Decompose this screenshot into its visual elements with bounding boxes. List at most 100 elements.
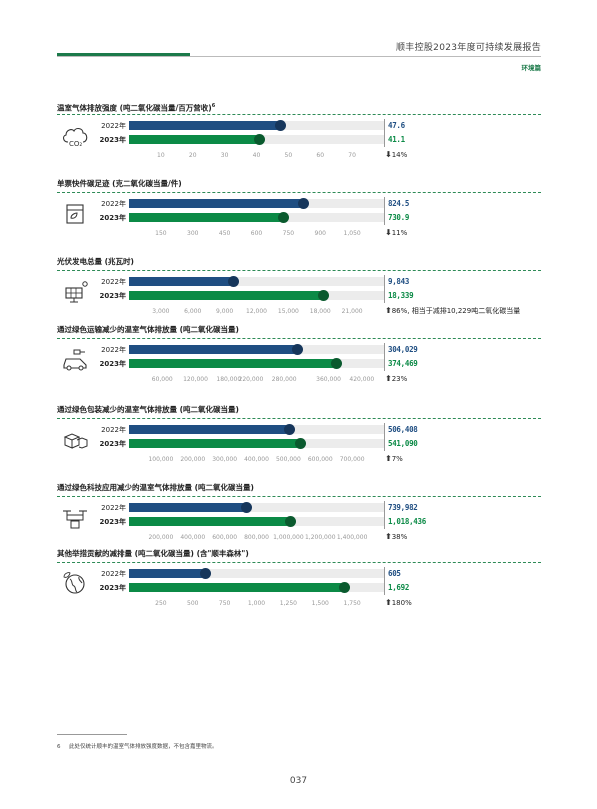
bar-end-dot [298, 198, 310, 209]
value-label: 18,339 [388, 291, 414, 300]
axis-tick-label: 1,200,000 [304, 534, 336, 541]
section-label: 环境篇 [521, 64, 542, 72]
bar-end-dot [240, 502, 252, 513]
axis-tick-label: 220,000 [238, 376, 264, 383]
axis-tick-label: 1,050 [343, 230, 361, 237]
chart-title: 通过绿色运输减少的温室气体排放量 (吨二氧化碳当量) [57, 325, 239, 334]
bar-2023 [129, 135, 260, 144]
bar-2022 [129, 503, 247, 512]
year-label: 2023年 [99, 136, 126, 144]
axis-tick-label: 6,000 [184, 308, 202, 315]
axis-tick-label: 3,000 [152, 308, 170, 315]
value-label: 1,018,436 [388, 517, 426, 526]
chart-title: 温室气体排放强度 (吨二氧化碳当量/百万营收)6 [57, 103, 216, 113]
dashed-divider [57, 192, 541, 193]
dashed-divider [57, 562, 541, 563]
axis-tick-label: 9,000 [216, 308, 234, 315]
axis-tick-label: 1,500 [311, 600, 329, 607]
year-label: 2022年 [101, 504, 126, 512]
axis-tick-label: 450 [218, 230, 231, 237]
bar-end-dot [274, 120, 286, 131]
arrow-up-icon: ⬆ [385, 532, 392, 541]
header-accent-bar [57, 53, 190, 56]
axis-tick-label: 40 [252, 152, 261, 159]
drone-icon [60, 505, 90, 531]
axis-tick-label: 600,000 [307, 456, 333, 463]
bar-end-dot [295, 438, 307, 449]
value-label: 739,982 [388, 503, 418, 512]
axis-tick-label: 1,250 [279, 600, 297, 607]
year-label: 2023年 [99, 214, 126, 222]
value-divider [384, 343, 385, 371]
footnote-text: 此处仅统计顺丰的温室气体排放强度数据，不包含嘉里物流。 [69, 744, 218, 750]
bar-2023 [129, 213, 285, 222]
bar-end-dot [330, 358, 342, 369]
axis-tick-label: 400,000 [244, 456, 269, 463]
axis-tick-label: 18,000 [309, 308, 331, 315]
axis-tick-label: 280,000 [271, 376, 297, 383]
value-label: 304,029 [388, 345, 418, 354]
change-indicator: ⬆180% [385, 598, 412, 607]
axis-tick-label: 700,000 [339, 456, 365, 463]
arrow-up-icon: ⬆ [385, 306, 392, 315]
bar-end-dot [227, 276, 239, 287]
solar-panel-icon [60, 279, 90, 305]
year-label: 2023年 [99, 518, 126, 526]
package-icon [60, 201, 90, 227]
value-divider [384, 275, 385, 303]
year-label: 2023年 [99, 584, 126, 592]
axis-tick-label: 10 [157, 152, 165, 159]
bar-end-dot [291, 344, 303, 355]
change-value: 86%, 相当于减排10,229吨二氧化碳当量 [391, 307, 521, 315]
axis-tick-label: 200,000 [148, 534, 174, 541]
year-label: 2022年 [101, 122, 126, 130]
bar-2022 [129, 569, 207, 578]
axis-tick-label: 600 [250, 230, 263, 237]
value-label: 541,090 [388, 439, 418, 448]
bar-end-dot [285, 516, 297, 527]
axis-tick-label: 750 [282, 230, 295, 237]
axis-tick-label: 1,750 [343, 600, 361, 607]
bar-track [129, 277, 384, 286]
change-value: 23% [391, 375, 408, 383]
footnote-ref: 6 [211, 103, 216, 109]
axis-tick-label: 900 [314, 230, 326, 237]
change-value: 180% [391, 599, 412, 607]
change-indicator: ⬇11% [385, 228, 407, 237]
value-divider [384, 501, 385, 529]
axis-tick-label: 500 [187, 600, 199, 607]
axis-tick-label: 200,000 [180, 456, 206, 463]
year-label: 2022年 [101, 200, 126, 208]
axis-tick-label: 750 [218, 600, 231, 607]
arrow-up-icon: ⬆ [385, 454, 392, 463]
axis-tick-label: 250 [155, 600, 167, 607]
bar-2023 [129, 583, 345, 592]
bar-2022 [129, 277, 234, 286]
change-indicator: ⬇14% [385, 150, 407, 159]
axis-tick-label: 60,000 [151, 376, 173, 383]
axis-tick-label: 300,000 [212, 456, 238, 463]
axis-tick-label: 800,000 [244, 534, 269, 541]
value-label: 605 [388, 569, 401, 578]
dashed-divider [57, 338, 541, 339]
change-value: 7% [391, 455, 403, 463]
axis-tick-label: 70 [348, 152, 356, 159]
bar-2022 [129, 199, 305, 208]
bar-2023 [129, 517, 292, 526]
axis-tick-label: 120,000 [183, 376, 208, 383]
value-divider [384, 423, 385, 451]
electric-car-icon [60, 347, 90, 373]
bar-end-dot [200, 568, 212, 579]
axis-tick-label: 500,000 [275, 456, 301, 463]
arrow-down-icon: ⬇ [385, 150, 392, 159]
axis-tick-label: 1,000 [247, 600, 266, 607]
chart-title: 通过绿色包装减少的温室气体排放量 (吨二氧化碳当量) [57, 405, 239, 414]
